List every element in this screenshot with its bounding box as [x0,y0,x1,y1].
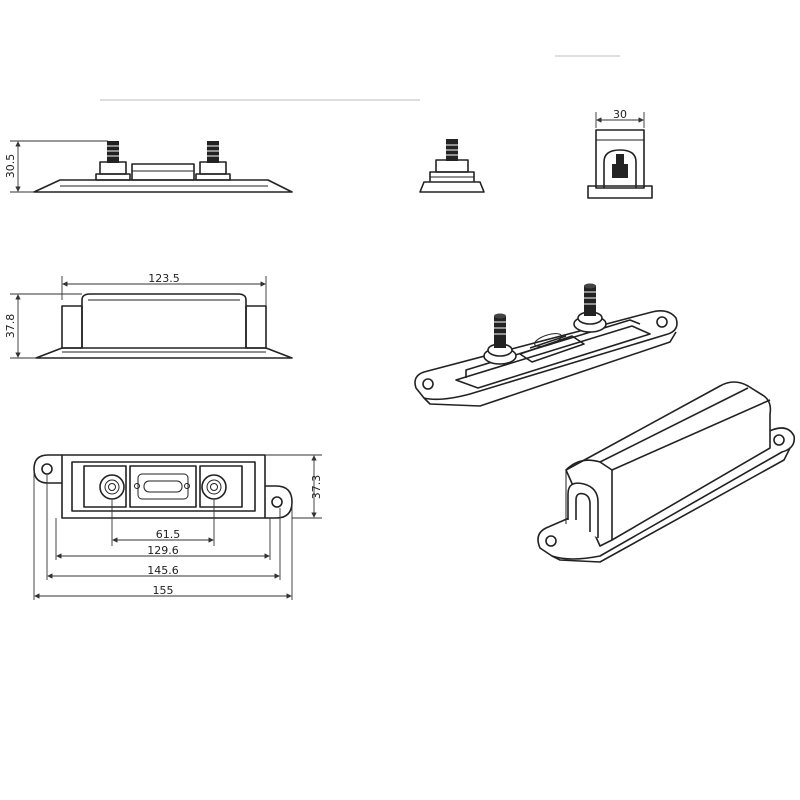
end-view-stud [419,139,485,193]
end-view-cover: 30 [587,108,653,199]
dim-hole-spacing: 145.6 [147,564,179,577]
dim-base-inner: 129.6 [147,544,179,557]
side-view-studs: 30.5 [4,140,293,193]
front-view-cover: 123.5 37.8 [4,272,293,359]
isometric-open-view [414,283,678,407]
dim-top-width: 30 [613,108,627,121]
dim-overall-length: 155 [153,584,174,597]
top-view-plan: 37.3 61.5 129.6 145.6 155 [33,454,323,600]
dim-base-height: 37.3 [310,475,323,500]
dim-side-height: 30.5 [4,154,17,179]
dim-stud-spacing: 61.5 [156,528,181,541]
watermark-lines [100,55,620,101]
dim-front-height: 37.8 [4,314,17,339]
dim-front-length: 123.5 [148,272,180,285]
isometric-covered-view [537,381,796,563]
